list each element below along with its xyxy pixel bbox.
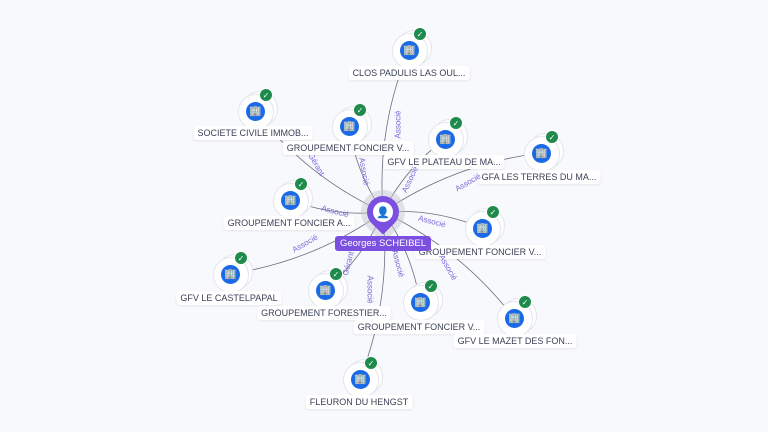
company-building-icon: 🏢	[411, 293, 430, 312]
company-building-icon: 🏢	[505, 309, 524, 328]
company-building-icon: 🏢	[400, 41, 419, 60]
company-node[interactable]: 🏢✓	[392, 27, 432, 69]
center-node-label[interactable]: Georges SCHEIBEL	[334, 236, 432, 251]
company-node-label[interactable]: GROUPEMENT FONCIER V...	[353, 320, 485, 334]
edge-relation-label: Associé	[393, 110, 403, 139]
company-node[interactable]: 🏢✓	[273, 177, 313, 219]
company-node[interactable]: 🏢✓	[524, 130, 564, 172]
company-node-label[interactable]: GROUPEMENT FONCIER V...	[282, 141, 414, 155]
edge-line	[382, 152, 542, 213]
company-node[interactable]: 🏢✓	[428, 116, 468, 158]
company-building-icon: 🏢	[281, 191, 300, 210]
company-node-label[interactable]: GROUPEMENT FONCIER A...	[223, 216, 355, 230]
company-building-icon: 🏢	[473, 219, 492, 238]
person-icon: 👤	[373, 202, 393, 222]
verified-check-icon: ✓	[545, 130, 559, 144]
company-node[interactable]: 🏢✓	[308, 267, 348, 309]
verified-check-icon: ✓	[424, 279, 438, 293]
company-building-icon: 🏢	[316, 281, 335, 300]
company-node[interactable]: 🏢✓	[213, 251, 253, 293]
company-node-label[interactable]: GROUPEMENT FORESTIER...	[257, 306, 391, 320]
company-node-label[interactable]: FLEURON DU HENGST	[305, 395, 413, 409]
verified-check-icon: ✓	[486, 205, 500, 219]
company-node[interactable]: 🏢✓	[497, 295, 537, 337]
verified-check-icon: ✓	[259, 88, 273, 102]
verified-check-icon: ✓	[353, 103, 367, 117]
company-node-label[interactable]: SOCIETE CIVILE IMMOB...	[193, 126, 313, 140]
company-building-icon: 🏢	[532, 144, 551, 163]
edge-relation-label: Associé	[365, 275, 375, 304]
company-node-label[interactable]: GFV LE MAZET DES FON...	[453, 334, 577, 348]
company-building-icon: 🏢	[340, 117, 359, 136]
verified-check-icon: ✓	[413, 27, 427, 41]
company-building-icon: 🏢	[246, 102, 265, 121]
company-node[interactable]: 🏢✓	[343, 356, 383, 398]
company-node[interactable]: 🏢✓	[238, 88, 278, 130]
verified-check-icon: ✓	[364, 356, 378, 370]
company-building-icon: 🏢	[351, 370, 370, 389]
company-node-label[interactable]: CLOS PADULIS LAS OUL...	[348, 66, 470, 80]
company-node[interactable]: 🏢✓	[465, 205, 505, 247]
verified-check-icon: ✓	[329, 267, 343, 281]
company-node[interactable]: 🏢✓	[403, 279, 443, 321]
verified-check-icon: ✓	[294, 177, 308, 191]
company-building-icon: 🏢	[436, 130, 455, 149]
company-building-icon: 🏢	[221, 265, 240, 284]
verified-check-icon: ✓	[449, 116, 463, 130]
verified-check-icon: ✓	[518, 295, 532, 309]
company-node-label[interactable]: GFV LE CASTELPAPAL	[176, 291, 282, 305]
company-node[interactable]: 🏢✓	[332, 103, 372, 145]
company-node-label[interactable]: GFA LES TERRES DU MA...	[477, 170, 601, 184]
company-node-label[interactable]: GFV LE PLATEAU DE MA...	[383, 155, 505, 169]
verified-check-icon: ✓	[234, 251, 248, 265]
company-node-label[interactable]: GROUPEMENT FONCIER V...	[414, 245, 546, 259]
